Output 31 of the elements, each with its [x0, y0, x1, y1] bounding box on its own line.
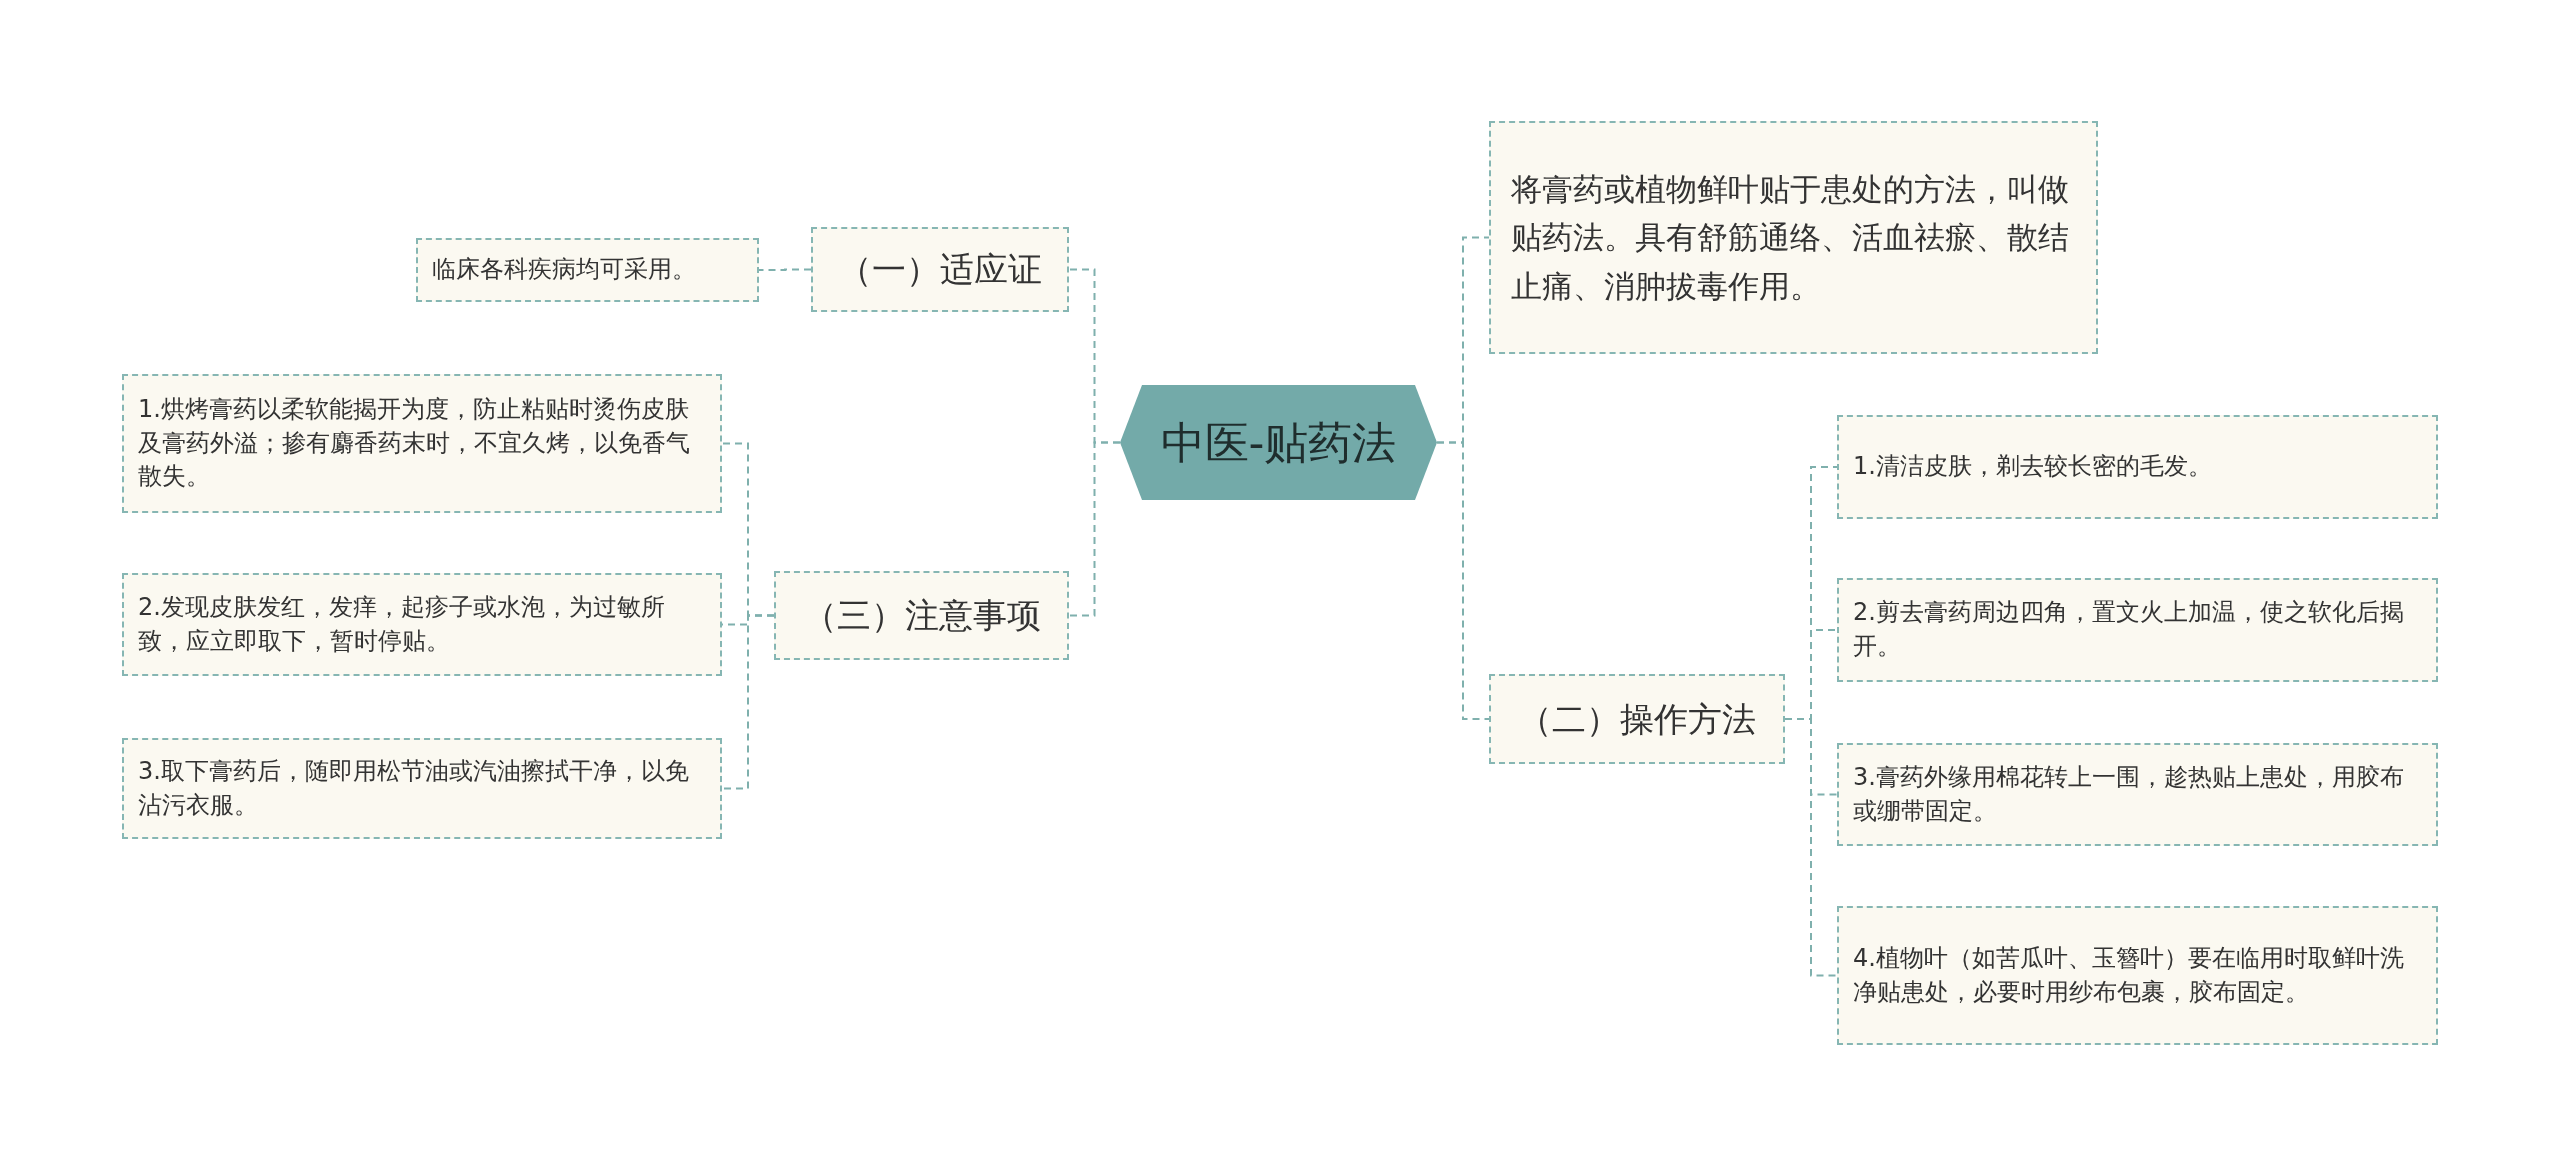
connector [1784, 718, 1838, 977]
node-text: 4.植物叶（如苦瓜叶、玉簪叶）要在临用时取鲜叶洗净贴患处，必要时用纱布包裹，胶布固定。 [1853, 942, 2405, 1008]
note-box [122, 374, 722, 513]
connector [1436, 441, 1490, 720]
note-box [1837, 578, 2438, 682]
connector [721, 614, 775, 790]
node-text: 3.膏药外缘用棉花转上一围，趁热贴上患处，用胶布或绷带固定。 [1853, 761, 2405, 827]
note-box [122, 573, 722, 676]
note-box [122, 738, 722, 839]
branch-box [1489, 674, 1785, 764]
node-text: （一）适应证 [838, 248, 1042, 291]
note-box [1837, 415, 2438, 519]
node-text: 临床各科疾病均可采用。 [432, 254, 696, 286]
node-text: （三）注意事项 [802, 594, 1041, 637]
node-text: 3.取下膏药后，随即用松节油或汽油擦拭干净，以免沾污衣服。 [138, 755, 690, 821]
node-text: 中医-贴药法 [1160, 415, 1397, 470]
topic-hexagon [1120, 385, 1437, 500]
connector [1068, 441, 1121, 617]
node-text: （二）操作方法 [1518, 697, 1756, 741]
branch-box [811, 227, 1069, 312]
node-text: 1.烘烤膏药以柔软能揭开为度，防止粘贴时烫伤皮肤及膏药外溢；掺有麝香药末时，不宜久烤，以免香气散失。 [138, 394, 691, 493]
branch-box [774, 571, 1069, 660]
node-text: 2.发现皮肤发红，发痒，起疹子或水泡，为过敏所致，应立即取下，暂时停贴。 [138, 591, 666, 657]
node-text: 2.剪去膏药周边四角，置文火上加温，使之软化后揭开。 [1853, 597, 2405, 662]
node-text: 将膏药或植物鲜叶贴于患处的方法，叫做贴药法。具有舒筋通络、活血祛瘀、散结止痛、消肿拔毒作用。 [1511, 170, 2070, 306]
note-box [1837, 743, 2438, 846]
connector [758, 268, 812, 271]
description-box [1489, 121, 2098, 354]
note-box [1837, 906, 2438, 1045]
node-text: 1.清洁皮肤，剃去较长密的毛发。 [1853, 451, 2212, 483]
note-box [416, 238, 759, 302]
